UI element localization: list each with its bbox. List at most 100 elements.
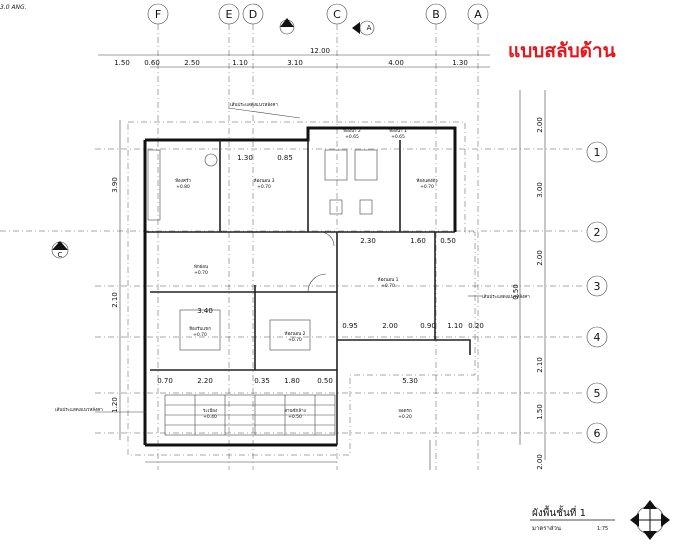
right-dim-2: 3.00 <box>536 182 544 198</box>
interior-dim-4: 0.50 <box>440 237 456 245</box>
room-dressing-level: +0.70 <box>420 184 434 190</box>
roof-line-notes: เส้นประแสดงแนวหลังคา เส้นประแสดงแนวหลังค… <box>55 102 530 413</box>
left-dim-1: 3.90 <box>111 177 119 193</box>
room-bedroom3-name: ห้องนอน 3 <box>253 178 274 184</box>
top-dim-1: 1.50 <box>114 59 130 67</box>
room-bath1-name: ห้องน้ำ 1 <box>389 127 407 134</box>
drawing-title: แบบสลับด้าน <box>508 40 616 62</box>
room-bedroom1-level: +0.70 <box>381 283 395 289</box>
section-marker-top-a: A <box>352 20 375 36</box>
interior-dim-6: 0.70 <box>157 377 173 385</box>
right-dimensions: 2.00 3.00 2.00 0.50 2.10 1.50 2.00 <box>512 90 546 470</box>
right-dim-5: 2.10 <box>536 357 544 373</box>
right-dim-7: 2.00 <box>536 454 544 470</box>
grid-label-6: 6 <box>594 427 601 440</box>
room-veranda-level: +0.40 <box>203 414 217 420</box>
top-dim-4: 1.10 <box>232 59 248 67</box>
top-dimensions: 12.00 1.50 0.60 2.50 1.10 3.10 4.00 1.30 <box>98 47 490 68</box>
section-label-b: B <box>285 21 290 29</box>
room-bath2-level: +0.65 <box>345 134 359 140</box>
plan-scale: 1:75 <box>597 526 608 532</box>
top-dim-5: 3.10 <box>287 59 303 67</box>
section-marker-left: C D <box>51 241 69 259</box>
grid-label-5: 5 <box>594 387 601 400</box>
room-bedroom2-name: ห้องนอน 2 <box>284 331 305 337</box>
room-bath2-name: ห้องน้ำ 2 <box>343 127 361 134</box>
plan-caption-block: ผังพื้นชั้นที่ 1 มาตราส่วน 1:75 <box>530 505 615 532</box>
interior-dim-3: 1.60 <box>410 237 426 245</box>
room-laundry-name: ลานซักล้าง <box>284 408 306 414</box>
left-dim-3: 1.20 <box>111 397 119 413</box>
interior-dim-17: 0.85 <box>277 154 293 162</box>
interior-dim-11: 0.90 <box>420 322 436 330</box>
interior-dim-13: 1.10 <box>447 322 463 330</box>
room-labels: ห้องครัว +0.80 ห้องนอน 3 +0.70 ห้องน้ำ 2… <box>175 127 438 420</box>
room-bedroom1-name: ห้องนอน 1 <box>377 277 398 283</box>
grid-label-f: F <box>155 8 161 21</box>
room-bath1-level: +0.65 <box>391 134 405 140</box>
interior-dim-14: 0.20 <box>468 322 484 330</box>
room-living-name: ห้องรับแขก <box>189 326 211 332</box>
vertical-grid-lines <box>157 24 479 470</box>
grid-label-1: 1 <box>594 146 601 159</box>
top-dim-3: 2.50 <box>184 59 200 67</box>
top-dim-2: 0.60 <box>144 59 160 67</box>
room-carport-name: จอดรถ <box>398 408 412 414</box>
interior-dim-7: 0.35 <box>254 377 270 385</box>
section-key-icon <box>630 500 670 540</box>
top-dim-6: 4.00 <box>388 59 404 67</box>
room-laundry-level: +0.50 <box>288 414 302 420</box>
corner-note: 3.0 ANG. <box>0 4 27 11</box>
top-grid-markers: F E D C B A <box>147 3 489 25</box>
roof-outline <box>127 121 476 456</box>
left-dimensions: 3.90 2.10 1.20 <box>111 120 121 440</box>
room-carport-level: +0.20 <box>398 414 412 420</box>
grid-label-d: D <box>249 8 257 21</box>
interior-dim-8: 1.80 <box>284 377 300 385</box>
room-veranda-name: ระเบียง <box>203 408 217 414</box>
grid-label-2: 2 <box>594 226 601 239</box>
interior-dim-15: 5.30 <box>402 377 418 385</box>
section-label-a: A <box>367 24 372 32</box>
interior-dim-1: 3.40 <box>197 307 213 315</box>
interior-dim-5: 2.20 <box>197 377 213 385</box>
right-dim-6: 1.50 <box>536 404 544 420</box>
grid-label-b: B <box>432 8 440 21</box>
plan-caption: ผังพื้นชั้นที่ 1 <box>532 505 586 519</box>
room-bedroom2-level: +0.70 <box>288 337 302 343</box>
right-dim-4: 0.50 <box>512 284 520 300</box>
right-dim-1: 2.00 <box>536 117 544 133</box>
interior-dim-9: 0.50 <box>317 377 333 385</box>
note-roof-right: เส้นประแสดงแนวหลังคา <box>482 294 530 300</box>
section-label-c: C <box>58 251 63 259</box>
section-label-d: D <box>57 241 62 249</box>
room-kitchen-name: ห้องครัว <box>175 178 191 184</box>
room-dressing-name: ห้องแต่งตัว <box>416 178 438 184</box>
overall-width-dim: 12.00 <box>310 47 330 55</box>
room-bedroom3-level: +0.70 <box>257 184 271 190</box>
top-dim-7: 1.30 <box>452 59 468 67</box>
room-lounge-level: +0.70 <box>194 270 208 276</box>
bottom-dimensions <box>145 440 431 470</box>
grid-label-a: A <box>474 8 482 21</box>
room-living-level: +0.70 <box>193 332 207 338</box>
room-lounge-name: พักผ่อน <box>194 264 208 270</box>
interior-dim-16: 1.30 <box>237 154 253 162</box>
room-kitchen-level: +0.80 <box>176 184 190 190</box>
left-dim-2: 2.10 <box>111 292 119 308</box>
interior-dimensions: 3.40 2.30 1.60 0.50 2.20 0.70 0.35 1.80 … <box>157 154 484 385</box>
interior-dim-10: 2.00 <box>382 322 398 330</box>
interior-dim-12: 0.95 <box>342 322 358 330</box>
right-grid-markers: 1 2 3 4 5 6 <box>0 141 608 444</box>
note-roof-left: เส้นประแสดงแนวหลังคา <box>55 407 103 413</box>
grid-label-c: C <box>333 8 341 21</box>
house-walls <box>143 126 471 447</box>
note-roof-top: เส้นประแสดงแนวหลังคา <box>230 102 278 108</box>
right-dim-3: 2.00 <box>536 250 544 266</box>
plan-subcaption: มาตราส่วน <box>532 525 561 532</box>
grid-label-e: E <box>226 8 233 21</box>
grid-label-4: 4 <box>594 331 601 344</box>
section-marker-top-b: B <box>279 18 295 35</box>
interior-dim-2: 2.30 <box>360 237 376 245</box>
